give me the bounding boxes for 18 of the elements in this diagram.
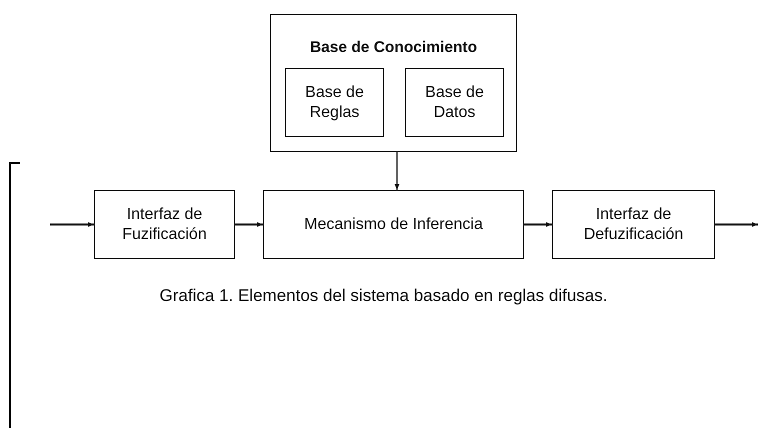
process-box: [405, 68, 504, 137]
box-label: Mecanismo de Inferencia: [303, 214, 484, 234]
process-box: [285, 68, 384, 137]
box-label: Interfaz de Fuzificación: [121, 205, 208, 244]
process-box: [552, 190, 715, 259]
arrow: [235, 222, 263, 227]
process-box: [263, 190, 524, 259]
box-label: Base de Datos: [424, 83, 485, 122]
figure-caption: Grafica 1. Elementos del sistema basado en reglas difusas.: [158, 286, 608, 306]
group-heading: Base de Conocimiento: [310, 39, 478, 58]
box-label: Interfaz de Defuzificación: [582, 205, 684, 244]
box-label: Base de Reglas: [304, 83, 365, 122]
group-box: [270, 14, 517, 152]
arrow: [50, 222, 94, 227]
arrow: [394, 152, 400, 190]
arrow: [715, 222, 758, 227]
process-box: [94, 190, 235, 259]
arrow: [524, 222, 552, 227]
